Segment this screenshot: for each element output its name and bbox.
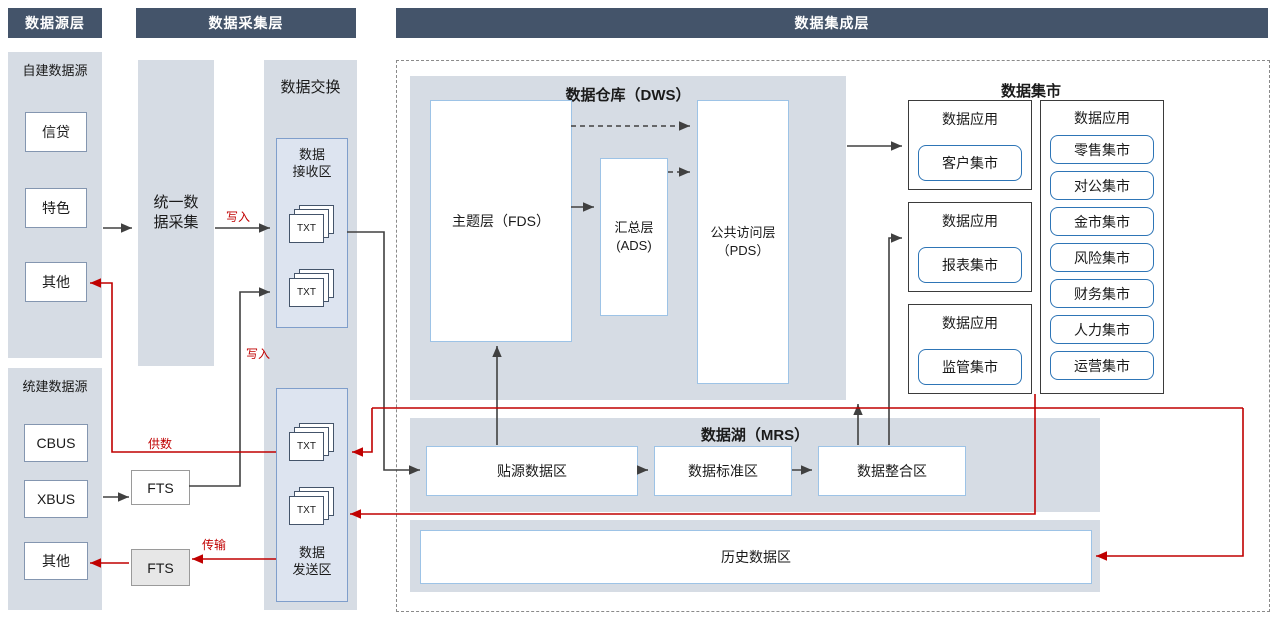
mart-app-label: 数据应用: [1074, 110, 1130, 126]
txt-label: TXT: [289, 432, 324, 461]
mart-item-regulatory: 监管集市: [918, 349, 1022, 385]
source-item-cbus: CBUS: [24, 424, 88, 462]
source-item-other: 其他: [25, 262, 87, 302]
fts-box-1: FTS: [131, 470, 190, 505]
fts-box-2: FTS: [131, 549, 190, 586]
self-built-sources-panel: 自建数据源 信贷 特色 其他: [8, 52, 102, 358]
txt-file-icon: TXT: [288, 269, 334, 307]
txt-file-icon: TXT: [288, 205, 334, 243]
mart-item-corporate: 对公集市: [1050, 171, 1154, 200]
mart-app-label: 数据应用: [942, 213, 998, 229]
ads-box: 汇总层 (ADS): [600, 158, 668, 316]
mart-item-risk: 风险集市: [1050, 243, 1154, 272]
receive-zone: 数据 接收区 TXT TXT: [276, 138, 348, 328]
mart-group-customer: 数据应用 客户集市: [908, 100, 1032, 190]
layer-header-source: 数据源层: [8, 8, 102, 38]
warehouse-title: 数据仓库（DWS）: [565, 87, 691, 104]
mart-group-business: 数据应用 零售集市 对公集市 金市集市 风险集市 财务集市 人力集市 运营集市: [1040, 100, 1164, 394]
flow-label-write-2: 写入: [246, 347, 271, 361]
mart-item-customer: 客户集市: [918, 145, 1022, 181]
mart-item-operation: 运营集市: [1050, 351, 1154, 380]
lake-title: 数据湖（MRS）: [700, 427, 810, 444]
lake-zone-standard: 数据标准区: [654, 446, 792, 496]
mart-app-label: 数据应用: [942, 315, 998, 331]
data-exchange-title: 数据交换: [280, 79, 341, 96]
source-item-special: 特色: [25, 188, 87, 228]
mart-app-label: 数据应用: [942, 111, 998, 127]
unified-sources-panel: 统建数据源 CBUS XBUS 其他: [8, 368, 102, 610]
mart-item-report: 报表集市: [918, 247, 1022, 283]
self-built-sources-title: 自建数据源: [22, 63, 88, 78]
source-item-credit: 信贷: [25, 112, 87, 152]
mart-item-finance: 财务集市: [1050, 279, 1154, 308]
mart-item-hr: 人力集市: [1050, 315, 1154, 344]
send-zone-label: 数据 发送区: [292, 545, 332, 577]
receive-zone-label: 数据 接收区: [292, 147, 332, 179]
pds-box: 公共访问层 （PDS）: [697, 100, 789, 384]
send-zone: TXT TXT 数据 发送区: [276, 388, 348, 602]
txt-label: TXT: [289, 496, 324, 525]
lake-zone-source: 贴源数据区: [426, 446, 638, 496]
txt-file-icon: TXT: [288, 487, 334, 525]
unified-collector-box: 统一数 据采集: [138, 60, 214, 366]
layer-header-collection: 数据采集层: [136, 8, 356, 38]
txt-label: TXT: [289, 278, 324, 307]
txt-label: TXT: [289, 214, 324, 243]
lake-zone-integrate: 数据整合区: [818, 446, 966, 496]
fds-box: 主题层（FDS）: [430, 100, 572, 342]
mart-title: 数据集市: [1000, 83, 1061, 100]
flow-label-write-1: 写入: [226, 210, 251, 224]
history-zone: 历史数据区: [420, 530, 1092, 584]
mart-item-gold: 金市集市: [1050, 207, 1154, 236]
source-item-xbus: XBUS: [24, 480, 88, 518]
source-item-other2: 其他: [24, 542, 88, 580]
unified-sources-title: 统建数据源: [22, 379, 88, 394]
layer-header-integration: 数据集成层: [396, 8, 1268, 38]
mart-item-retail: 零售集市: [1050, 135, 1154, 164]
flow-label-supply: 供数: [148, 437, 173, 451]
txt-file-icon: TXT: [288, 423, 334, 461]
mart-group-report: 数据应用 报表集市: [908, 202, 1032, 292]
mart-group-regulatory: 数据应用 监管集市: [908, 304, 1032, 394]
flow-label-transfer: 传输: [202, 538, 227, 552]
